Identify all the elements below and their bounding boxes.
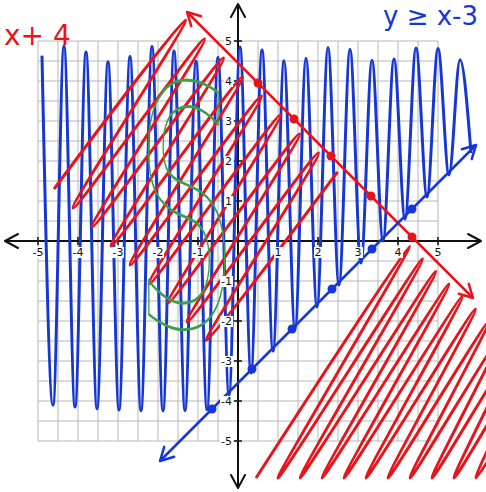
axis-number: 2 xyxy=(314,247,323,258)
plot-point xyxy=(408,205,417,214)
axis-number: 1 xyxy=(224,196,233,207)
tick-mark xyxy=(317,237,319,245)
axis-arrow xyxy=(231,475,245,488)
tick-mark xyxy=(234,320,242,322)
line-arrow xyxy=(160,447,174,461)
plot-point xyxy=(208,405,217,414)
line-arrow xyxy=(462,145,476,159)
axis-number: -3 xyxy=(112,247,125,258)
plot-point xyxy=(254,79,263,88)
axis-number: 4 xyxy=(224,76,233,87)
plot-point xyxy=(408,233,417,242)
tick-mark xyxy=(234,40,242,42)
red-shading xyxy=(256,246,486,478)
axis-number: 3 xyxy=(224,116,233,127)
axis-number: 2 xyxy=(224,156,233,167)
inequality-label: x+ 4 xyxy=(4,22,71,50)
axis-number: -2 xyxy=(220,316,233,327)
line-arrow xyxy=(187,12,201,26)
axis-arrow xyxy=(468,234,481,248)
plot-point xyxy=(367,192,376,201)
axis-number: -3 xyxy=(220,356,233,367)
axis-arrow xyxy=(5,234,18,248)
axis-number: -2 xyxy=(152,247,165,258)
plot-point xyxy=(368,245,377,254)
tick-mark xyxy=(437,237,439,245)
plot-point xyxy=(288,325,297,334)
line-arrow xyxy=(459,284,473,298)
solution-mark: S xyxy=(138,46,232,376)
axis-number: 4 xyxy=(394,247,403,258)
axis-number: 5 xyxy=(224,36,233,47)
plot-point xyxy=(248,365,257,374)
grid-line xyxy=(38,281,438,282)
grid-line xyxy=(38,321,438,322)
axis-number: -4 xyxy=(220,396,233,407)
axis-number: -4 xyxy=(72,247,85,258)
plot-point xyxy=(327,152,336,161)
axis-number: -5 xyxy=(220,436,233,447)
plot-point xyxy=(290,115,299,124)
tick-mark xyxy=(37,237,39,245)
axis-number: -5 xyxy=(32,247,45,258)
tick-mark xyxy=(234,360,242,362)
tick-mark xyxy=(77,237,79,245)
plot-point xyxy=(328,285,337,294)
tick-mark xyxy=(234,440,242,442)
axis-arrow xyxy=(231,4,245,17)
axis-number: -1 xyxy=(192,247,205,258)
axis-number: 5 xyxy=(434,247,443,258)
axis-number: 3 xyxy=(354,247,363,258)
tick-mark xyxy=(397,237,399,245)
axis-number: -1 xyxy=(220,276,233,287)
inequality-label: y ≥ x-3 xyxy=(383,3,478,29)
grid-line xyxy=(38,41,438,42)
tick-mark xyxy=(234,400,242,402)
grid-line xyxy=(38,441,438,442)
axis-number: 1 xyxy=(274,247,283,258)
